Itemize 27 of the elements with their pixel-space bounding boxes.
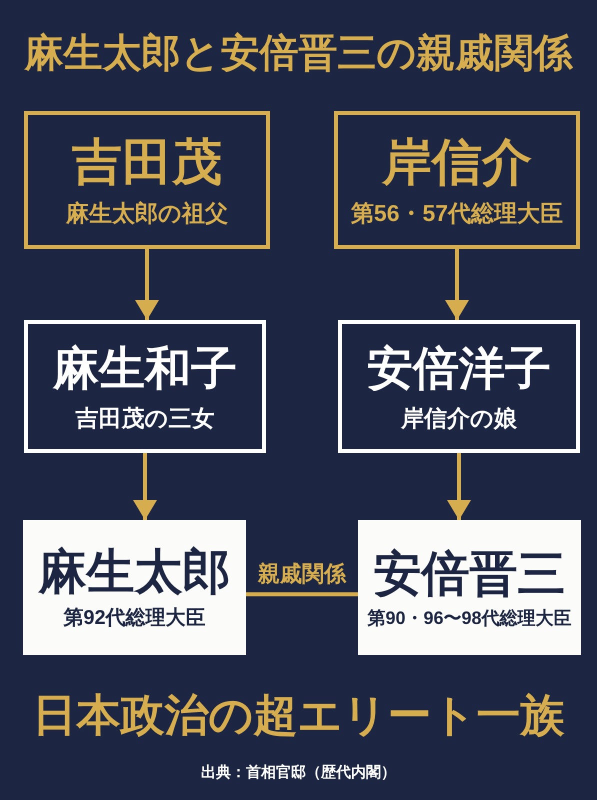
person-box	[24, 320, 266, 453]
arrow	[133, 453, 157, 520]
person-box	[358, 520, 581, 655]
role-text: 第56・57代総理大臣	[350, 200, 564, 226]
connector-line	[246, 592, 358, 596]
role-text: 麻生太郎の祖父	[66, 200, 228, 226]
caption-text: 日本政治の超エリート一族	[32, 691, 564, 742]
source-note: 出典：首相官邸（歴代内閣）	[201, 764, 396, 782]
person-name: 安倍洋子	[367, 342, 551, 395]
title: 麻生太郎と安倍晋三の親戚関係	[24, 32, 572, 77]
role-text: 岸信介の娘	[401, 404, 517, 432]
role-text: 第92代総理大臣	[63, 606, 206, 630]
person-box	[24, 111, 270, 249]
role-text: 吉田茂の三女	[76, 404, 214, 432]
arrow	[135, 249, 159, 320]
person-name: 麻生和子	[53, 342, 237, 395]
person-name: 麻生太郎	[38, 545, 230, 601]
person-box	[334, 111, 580, 249]
person-name: 吉田茂	[72, 134, 222, 192]
person-name: 安倍晋三	[374, 546, 566, 602]
person-name: 岸信介	[382, 134, 532, 192]
role-text: 第90・96〜98代総理大臣	[367, 608, 572, 628]
person-box	[338, 320, 580, 453]
person-box	[23, 520, 246, 655]
arrow	[445, 249, 469, 320]
edge-label: 親戚関係	[255, 560, 349, 586]
arrow	[447, 453, 471, 520]
